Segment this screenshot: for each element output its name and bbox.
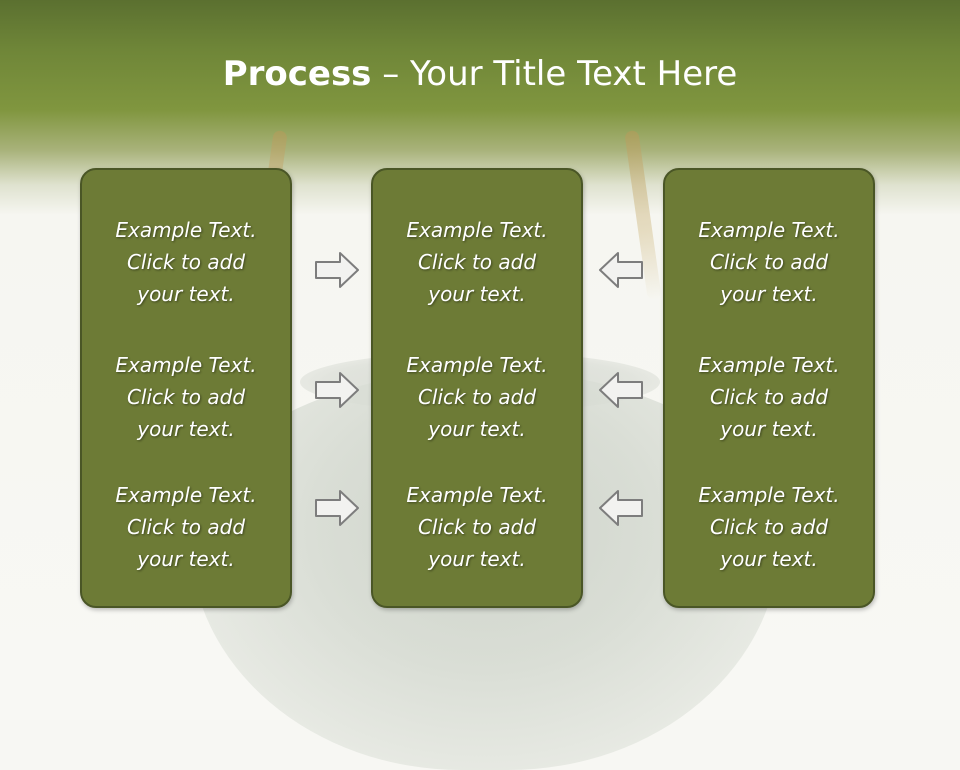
text-line: Click to add <box>417 250 537 274</box>
text-line: Example Text. <box>406 483 548 507</box>
text-line: Example Text. <box>115 353 257 377</box>
text-line: Click to add <box>126 385 246 409</box>
text-line: Click to add <box>417 385 537 409</box>
right-arrow-icon <box>315 372 359 408</box>
text-item[interactable]: Example Text. Click to add your text. <box>82 479 290 575</box>
right-arrow-icon <box>315 490 359 526</box>
text-item[interactable]: Example Text. Click to add your text. <box>665 214 873 310</box>
text-item[interactable]: Example Text. Click to add your text. <box>665 349 873 445</box>
process-box-left[interactable]: Example Text. Click to add your text. Ex… <box>80 168 292 608</box>
process-box-center[interactable]: Example Text. Click to add your text. Ex… <box>371 168 583 608</box>
right-arrow-icon <box>315 252 359 288</box>
text-line: Click to add <box>126 515 246 539</box>
text-item[interactable]: Example Text. Click to add your text. <box>82 349 290 445</box>
text-line: Click to add <box>709 250 829 274</box>
text-line: your text. <box>428 282 526 306</box>
text-line: Click to add <box>417 515 537 539</box>
text-line: Example Text. <box>406 353 548 377</box>
left-arrow-icon <box>599 490 643 526</box>
slide-title[interactable]: Process – Your Title Text Here <box>0 52 960 96</box>
text-line: Click to add <box>709 515 829 539</box>
title-bold: Process <box>222 54 372 94</box>
left-arrow-icon <box>599 372 643 408</box>
text-line: Click to add <box>126 250 246 274</box>
text-line: your text. <box>428 417 526 441</box>
text-line: Example Text. <box>698 353 840 377</box>
text-line: your text. <box>428 547 526 571</box>
text-line: Example Text. <box>406 218 548 242</box>
process-box-right[interactable]: Example Text. Click to add your text. Ex… <box>663 168 875 608</box>
text-item[interactable]: Example Text. Click to add your text. <box>373 349 581 445</box>
text-line: your text. <box>720 282 818 306</box>
text-item[interactable]: Example Text. Click to add your text. <box>665 479 873 575</box>
text-line: Example Text. <box>698 218 840 242</box>
text-line: your text. <box>720 417 818 441</box>
text-line: Example Text. <box>115 483 257 507</box>
text-line: your text. <box>137 417 235 441</box>
text-item[interactable]: Example Text. Click to add your text. <box>373 479 581 575</box>
text-line: your text. <box>720 547 818 571</box>
text-line: Click to add <box>709 385 829 409</box>
text-item[interactable]: Example Text. Click to add your text. <box>373 214 581 310</box>
text-line: your text. <box>137 282 235 306</box>
text-line: Example Text. <box>698 483 840 507</box>
left-arrow-icon <box>599 252 643 288</box>
title-rest: – Your Title Text Here <box>371 54 738 94</box>
text-line: your text. <box>137 547 235 571</box>
text-line: Example Text. <box>115 218 257 242</box>
text-item[interactable]: Example Text. Click to add your text. <box>82 214 290 310</box>
